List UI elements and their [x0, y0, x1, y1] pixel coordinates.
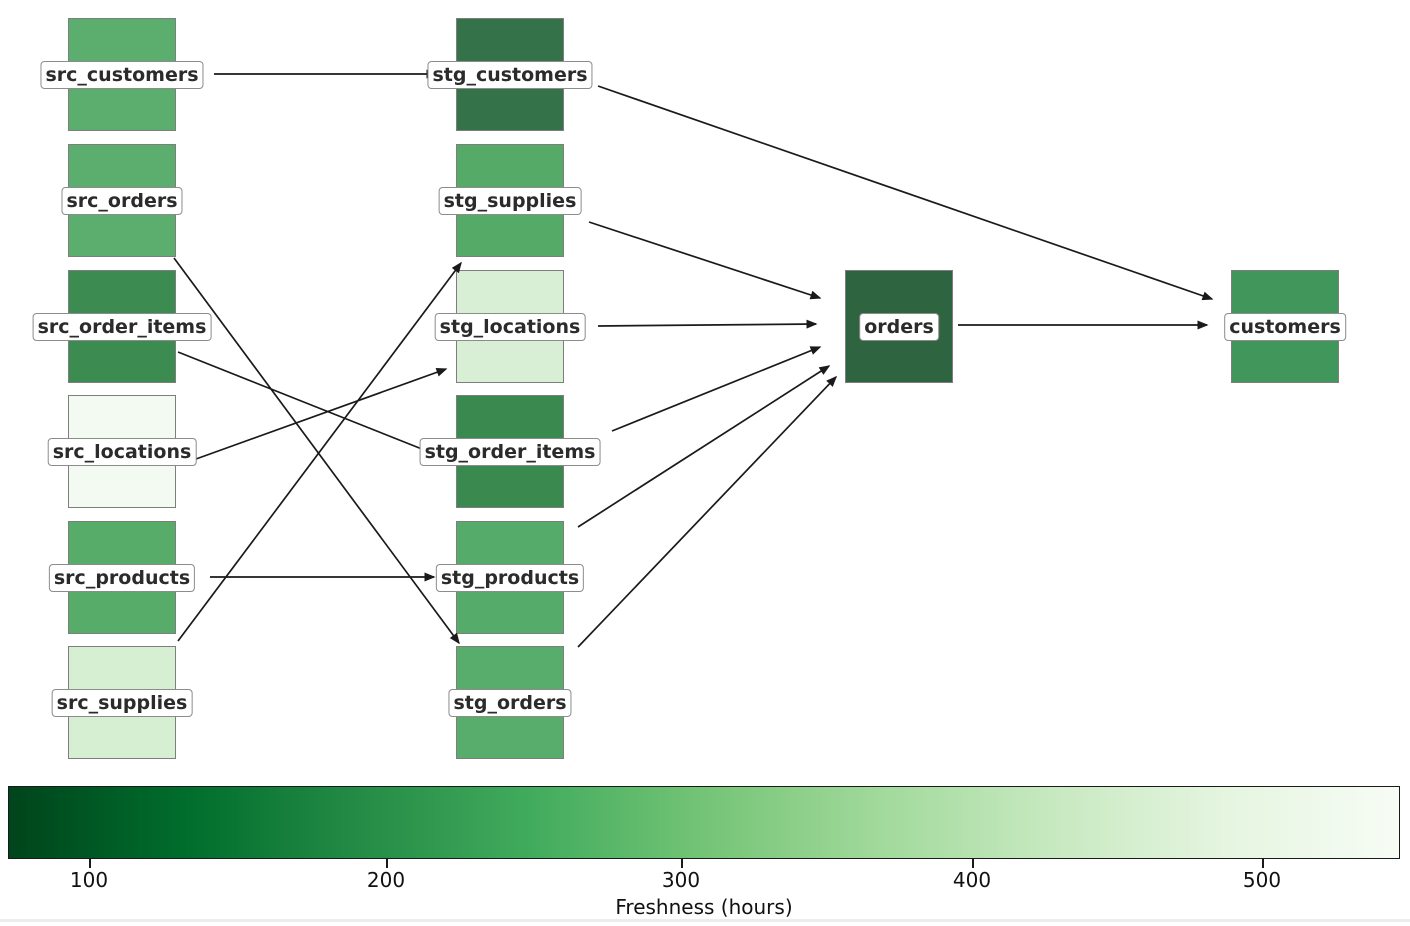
edge-src_supplies-stg_supplies — [177, 261, 462, 642]
node-label-stg_products: stg_products — [435, 563, 585, 592]
colorbar-axis-label: Freshness (hours) — [615, 895, 793, 919]
edge-src_orders-stg_orders — [173, 257, 460, 645]
colorbar-ticklabel-400: 400 — [952, 868, 992, 892]
node-label-stg_supplies: stg_supplies — [438, 186, 582, 215]
node-stg_products: stg_products — [435, 521, 585, 634]
colorbar-ticklabel-300: 300 — [661, 868, 701, 892]
edge-stg_order_items-orders — [611, 346, 822, 432]
edge-stg_orders-orders — [577, 375, 838, 648]
node-src_orders: src_orders — [61, 144, 183, 257]
edge-src_order_items-stg_order_items — [177, 351, 449, 460]
edge-stg_products-orders — [577, 365, 831, 528]
colorbar-tickmark-500 — [1262, 859, 1264, 868]
node-customers: customers — [1224, 270, 1346, 383]
node-src_supplies: src_supplies — [51, 646, 193, 759]
node-label-stg_customers: stg_customers — [427, 60, 593, 89]
node-src_locations: src_locations — [47, 395, 197, 508]
node-stg_supplies: stg_supplies — [438, 144, 582, 257]
colorbar-tickmark-400 — [972, 859, 974, 868]
colorbar-tickmark-100 — [89, 859, 91, 868]
node-label-src_orders: src_orders — [61, 186, 183, 215]
node-label-customers: customers — [1224, 312, 1346, 341]
node-src_order_items: src_order_items — [32, 270, 212, 383]
node-orders: orders — [845, 270, 953, 383]
node-label-src_products: src_products — [48, 563, 196, 592]
edge-stg_customers-customers — [597, 85, 1214, 301]
node-stg_customers: stg_customers — [427, 18, 593, 131]
edge-stg_supplies-orders — [588, 221, 822, 300]
figure-bottom-edge — [0, 919, 1410, 922]
freshness-colorbar — [8, 786, 1400, 859]
node-src_products: src_products — [48, 521, 196, 634]
colorbar-tickmark-300 — [681, 859, 683, 868]
node-label-src_locations: src_locations — [47, 437, 197, 466]
colorbar-ticklabel-100: 100 — [69, 868, 109, 892]
node-label-src_customers: src_customers — [40, 60, 204, 89]
colorbar-ticklabel-500: 500 — [1242, 868, 1282, 892]
node-label-stg_orders: stg_orders — [448, 688, 572, 717]
node-label-src_supplies: src_supplies — [51, 688, 193, 717]
node-label-stg_order_items: stg_order_items — [419, 437, 601, 466]
node-label-src_order_items: src_order_items — [32, 312, 212, 341]
edge-src_locations-stg_locations — [195, 367, 448, 460]
node-stg_order_items: stg_order_items — [419, 395, 601, 508]
node-label-stg_locations: stg_locations — [434, 312, 586, 341]
node-stg_orders: stg_orders — [448, 646, 572, 759]
colorbar-ticklabel-200: 200 — [366, 868, 406, 892]
node-src_customers: src_customers — [40, 18, 204, 131]
node-stg_locations: stg_locations — [434, 270, 586, 383]
edge-stg_locations-orders — [597, 319, 818, 329]
colorbar-tickmark-200 — [386, 859, 388, 868]
node-label-orders: orders — [859, 312, 939, 341]
